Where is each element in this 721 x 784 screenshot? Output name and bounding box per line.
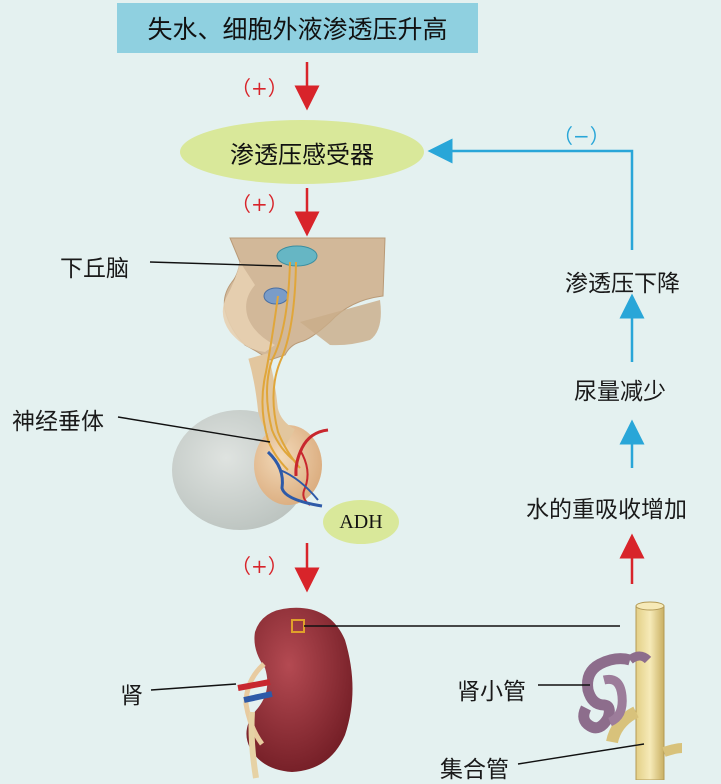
step-water-reabsorption: 水的重吸收增加 [526,490,687,524]
hypothalamus-label: 下丘脑 [60,249,129,283]
negative-sign: （−） [553,120,610,149]
renal-tubule-label: 肾小管 [457,672,526,706]
neurohypophysis-label: 神经垂体 [12,402,104,436]
positive-sign-3: （+） [231,550,288,579]
positive-sign-1: （+） [231,72,288,101]
step-urine-decrease: 尿量减少 [574,372,666,406]
hypothalamus-illustration [223,238,385,360]
kidney-illustration [238,608,353,778]
blue-feedback-arrow [440,151,632,250]
kidney-label: 肾 [120,676,143,710]
positive-sign-2: （+） [231,188,288,217]
collecting-duct-label: 集合管 [440,750,509,784]
osmoreceptor-ellipse: 渗透压感受器 [180,120,424,184]
adh-ellipse: ADH [323,500,399,544]
step-osmolality-drop: 渗透压下降 [565,264,680,298]
condition-box: 失水、细胞外液渗透压升高 [117,3,478,53]
